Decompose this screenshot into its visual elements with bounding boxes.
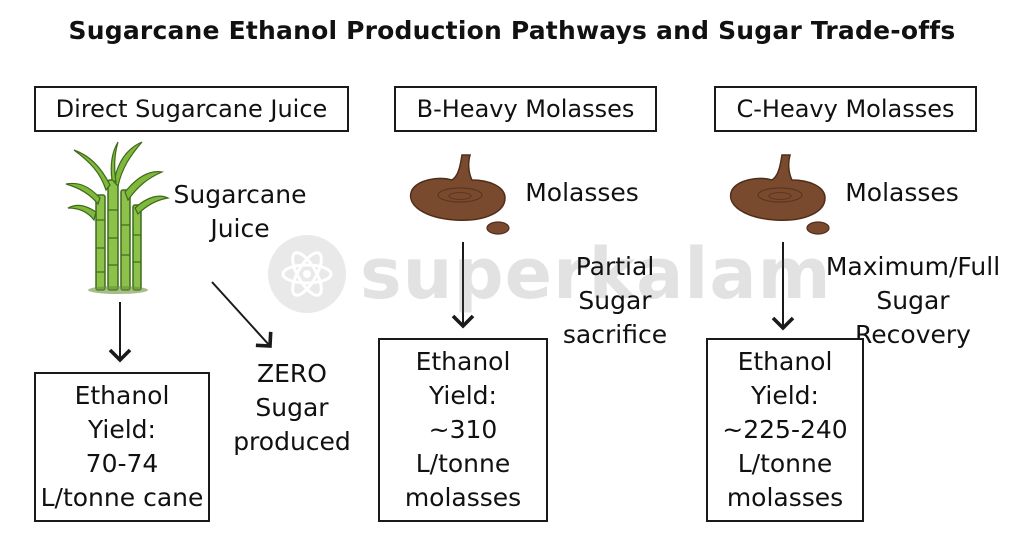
result-b-heavy: Ethanol Yield: ~310 L/tonne molasses [378, 338, 548, 522]
molasses-puddle-icon [729, 154, 830, 235]
result-c-heavy: Ethanol Yield: ~225-240 L/tonne molasses [706, 338, 864, 522]
label-sugarcane-juice: Sugarcane Juice [173, 180, 307, 243]
note-partial-sugar: Partial Sugar sacrifice [562, 252, 668, 349]
note-zero-sugar: ZERO Sugar produced [233, 359, 351, 456]
diagram-title: Sugarcane Ethanol Production Pathways an… [68, 16, 956, 45]
label-molasses-c: Molasses [845, 178, 959, 207]
molasses-puddle-icon [409, 154, 510, 235]
header-c-heavy: C-Heavy Molasses [714, 86, 977, 132]
header-direct-juice: Direct Sugarcane Juice [34, 86, 349, 132]
note-full-sugar-recovery: Maximum/Full Sugar Recovery [825, 252, 1001, 349]
result-direct-juice: Ethanol Yield: 70-74 L/tonne cane [34, 372, 210, 522]
sugarcane-icon [65, 141, 170, 294]
label-molasses-b: Molasses [525, 178, 639, 207]
header-b-heavy: B-Heavy Molasses [394, 86, 657, 132]
arrow-juice-to-zero-sugar [211, 281, 273, 348]
